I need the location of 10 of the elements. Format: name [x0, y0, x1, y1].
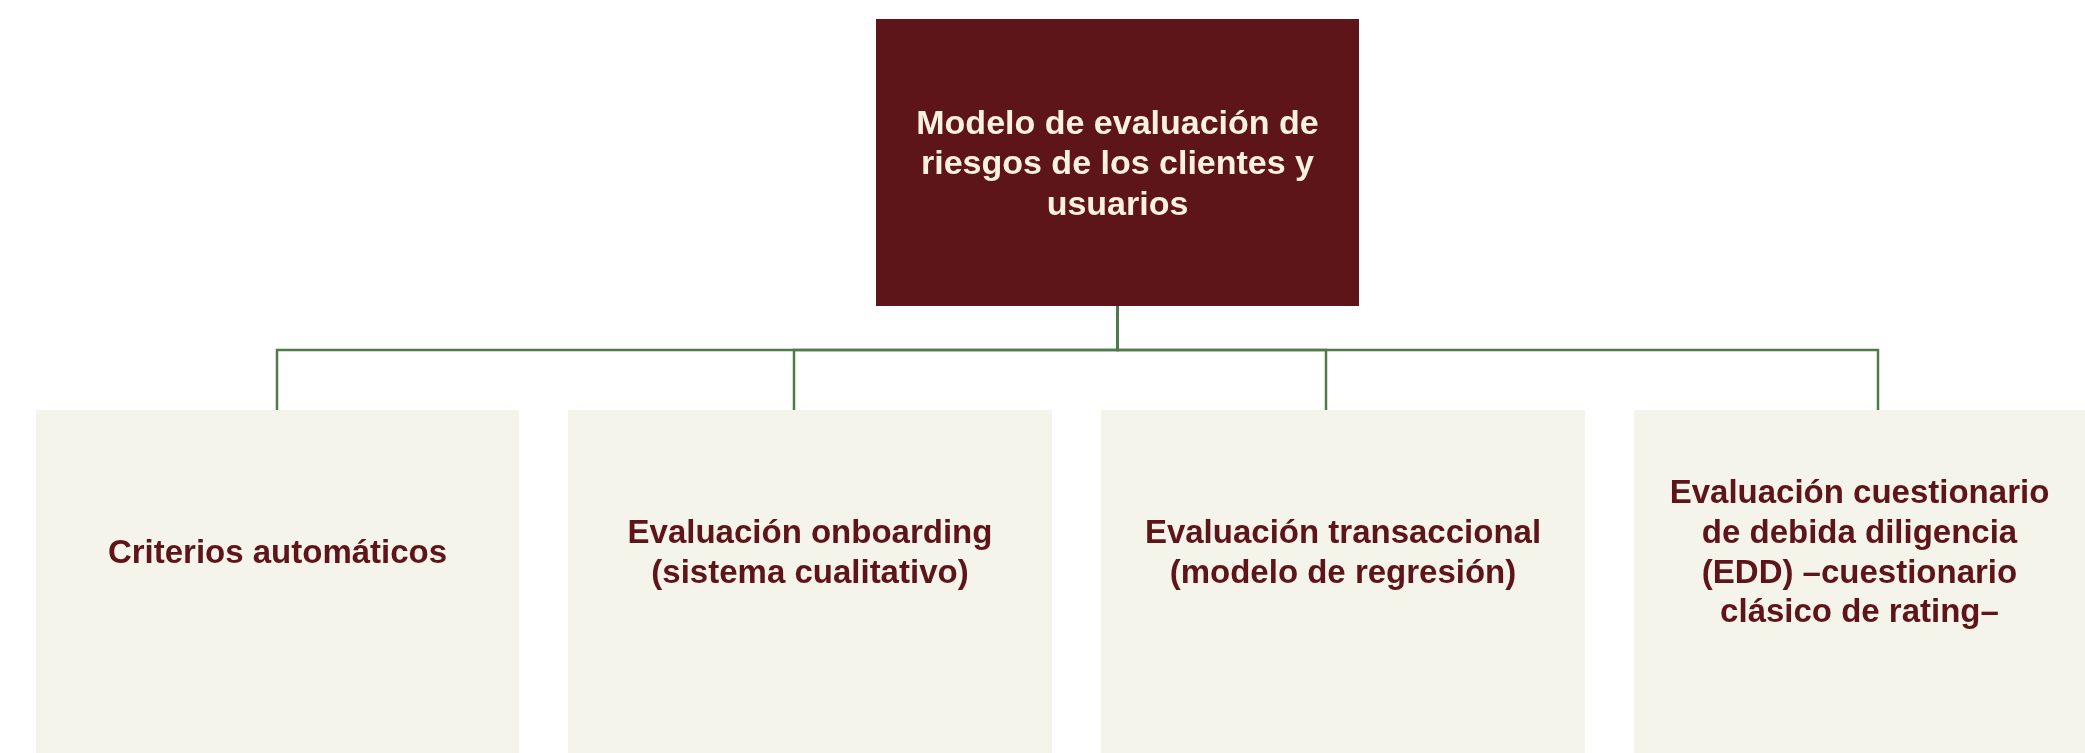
category-box: [1101, 410, 1585, 753]
title-text: Modelo de evaluación de riesgos de los clientes y usuarios: [916, 102, 1319, 223]
category-label: Evaluación onboarding (sistema cualitativo): [626, 511, 994, 592]
category-label: Evaluación transaccional (modelo de regresión): [1143, 511, 1543, 592]
category-label: Evaluación cuestionario de debida diligencia (EDD) –cuestionario clásico de rating–: [1668, 472, 2051, 631]
category-label: Criterios automáticos: [107, 531, 448, 572]
category-box: [36, 410, 519, 753]
title-box: [876, 19, 1359, 306]
category-box: [1634, 410, 2085, 753]
category-box: [568, 410, 1052, 753]
